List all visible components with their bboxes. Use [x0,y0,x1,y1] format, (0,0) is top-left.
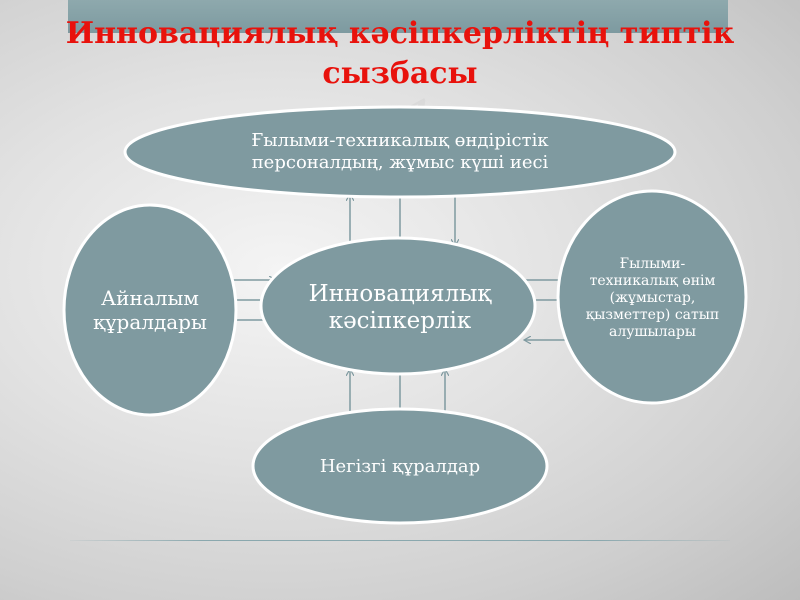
node-right-label: Ғылыми-техникалық өнім (жұмыстар, қызмет… [585,255,720,340]
connectors-top [350,195,455,245]
node-bottom-shape [251,407,549,525]
top-decor-bar [68,0,728,33]
bottom-divider [70,540,730,541]
node-bottom-label: Негізгі құралдар [319,456,481,477]
slide-title: Инновациялық кәсіпкерліктің типтік сызба… [40,14,760,94]
title-line-1: Инновациялық кәсіпкерліктің типтік [65,16,735,51]
node-left-shape [62,203,238,417]
title-line-2: сызбасы [322,56,478,91]
node-right-shape [556,189,748,405]
node-top-shape [123,105,677,199]
node-top-label: Ғылыми-техникалық өндірістік персоналдың… [251,130,549,173]
node-center-shape [259,236,537,376]
node-center-label: Инновациялық кәсіпкерлік [308,281,492,334]
node-left-label: Айналым құралдары [93,286,207,334]
